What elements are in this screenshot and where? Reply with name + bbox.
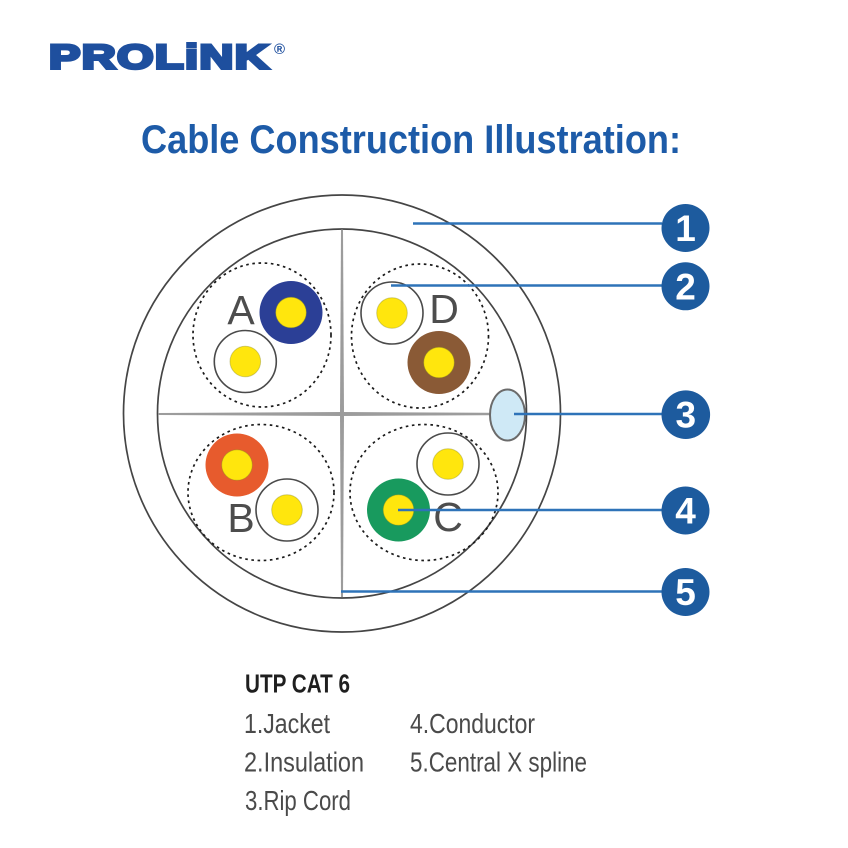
svg-text:B: B (227, 495, 254, 541)
svg-text:4.Conductor: 4.Conductor (410, 708, 535, 739)
svg-text:®: ® (274, 41, 285, 58)
svg-text:4: 4 (675, 491, 696, 532)
svg-text:5: 5 (675, 572, 696, 613)
svg-text:2.Insulation: 2.Insulation (244, 747, 364, 778)
svg-text:5.Central X spline: 5.Central X spline (410, 747, 587, 778)
svg-text:A: A (227, 287, 255, 333)
svg-text:2: 2 (675, 266, 696, 307)
svg-text:C: C (433, 494, 463, 540)
svg-text:Cable Construction Illustratio: Cable Construction Illustration: (141, 118, 681, 162)
svg-text:D: D (429, 286, 459, 332)
svg-text:3: 3 (676, 395, 697, 436)
svg-text:1.Jacket: 1.Jacket (244, 708, 330, 739)
svg-text:3.Rip Cord: 3.Rip Cord (245, 785, 351, 816)
svg-text:UTP CAT 6: UTP CAT 6 (245, 669, 350, 699)
svg-text:PROLiNK: PROLiNK (49, 39, 270, 77)
svg-text:1: 1 (675, 208, 696, 249)
